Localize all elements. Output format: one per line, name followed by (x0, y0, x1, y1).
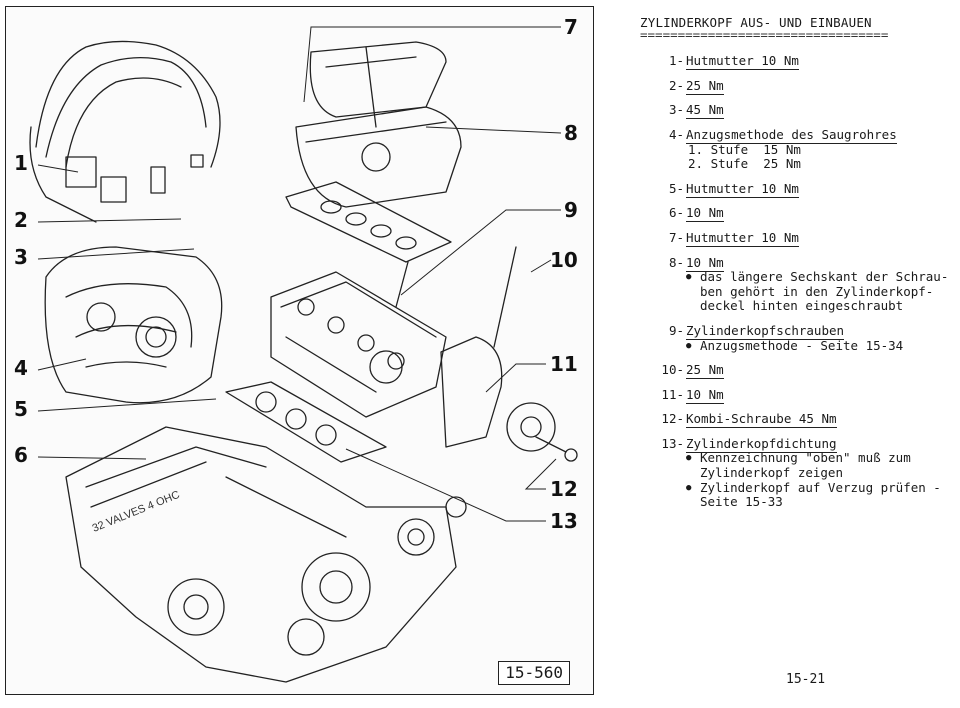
item-note-text: Anzugsmethode - Seite 15-34 (700, 337, 904, 353)
item-heading: Zylinderkopfschrauben (686, 322, 845, 340)
item-body: Zylinderkopfdichtung●Kennzeichnung "oben… (686, 435, 956, 510)
list-item: 6-10 Nm (640, 205, 956, 223)
title-underline: ================================= (640, 27, 889, 42)
item-number: 11- (661, 386, 684, 402)
item-number: 7- (668, 229, 684, 245)
bullet-icon: ● (686, 453, 692, 464)
item-note-text: Kennzeichnung "oben" muß zum Zylinderkop… (700, 450, 911, 481)
list-item: 2-25 Nm (640, 77, 956, 95)
callout-11: 11 (550, 352, 578, 376)
item-heading: Kombi-Schraube 45 Nm (686, 411, 837, 429)
item-body: Kombi-Schraube 45 Nm (686, 411, 956, 429)
item-note-text: Zylinderkopf auf Verzug prüfen - Seite 1… (700, 479, 941, 510)
item-heading: 25 Nm (686, 362, 724, 380)
item-number: 12- (661, 411, 684, 427)
item-body: 45 Nm (686, 102, 956, 120)
item-number: 8- (668, 254, 684, 270)
item-heading: 45 Nm (686, 102, 724, 120)
page-number: 15-21 (786, 672, 826, 687)
callout-3: 3 (14, 245, 28, 269)
item-heading: 10 Nm (686, 386, 724, 404)
bullet-icon: ● (686, 482, 692, 493)
parts-list-panel: ZYLINDERKOPF AUS- UND EINBAUEN =========… (640, 15, 956, 510)
figure-reference: 15-560 (498, 661, 570, 685)
item-body: Zylinderkopfschrauben● Anzugsmethode - Se… (686, 322, 956, 354)
list-item: 12-Kombi-Schraube 45 Nm (640, 411, 956, 429)
item-heading: Zylinderkopfdichtung (686, 435, 837, 453)
item-body: 10 Nm (686, 386, 956, 404)
callout-2: 2 (14, 208, 28, 232)
item-number: 10- (661, 362, 684, 378)
item-note: ● das längere Sechskant der Schrau- ben g… (686, 269, 956, 314)
list-item: 8-10 Nm● das längere Sechskant der Schrau… (640, 254, 956, 314)
item-heading: Hutmutter 10 Nm (686, 180, 799, 198)
item-step: 2. Stufe 25 Nm (688, 156, 801, 172)
item-heading: Anzugsmethode des Saugrohres (686, 126, 897, 144)
item-number: 4- (668, 126, 684, 142)
document-title: ZYLINDERKOPF AUS- UND EINBAUEN (640, 15, 872, 30)
list-item: 7-Hutmutter 10 Nm (640, 229, 956, 247)
callout-6: 6 (14, 443, 28, 467)
item-number: 2- (668, 77, 684, 93)
callout-7: 7 (564, 15, 578, 39)
engine-lettering: 32 VALVES 4 OHC (91, 489, 182, 535)
item-number: 13- (661, 435, 684, 451)
item-number: 1- (668, 53, 684, 69)
list-item: 11-10 Nm (640, 386, 956, 404)
item-number: 9- (668, 322, 684, 338)
list-item: 10-25 Nm (640, 362, 956, 380)
item-step: 1. Stufe 15 Nm (688, 141, 801, 157)
callout-13: 13 (550, 509, 578, 533)
item-body: 25 Nm (686, 77, 956, 95)
item-heading: 10 Nm (686, 254, 724, 272)
item-body: Hutmutter 10 Nm (686, 229, 956, 247)
item-note: ● Kennzeichnung "oben" muß zum Zylinderko… (686, 451, 956, 480)
item-body: 10 Nm (686, 205, 956, 223)
bullet-icon: ● (686, 340, 692, 351)
list-item: 9-Zylinderkopfschrauben● Anzugsmethode - … (640, 322, 956, 354)
item-body: Hutmutter 10 Nm (686, 180, 956, 198)
item-body: Hutmutter 10 Nm (686, 53, 956, 71)
callout-5: 5 (14, 397, 28, 421)
item-heading: Hutmutter 10 Nm (686, 53, 799, 71)
list-item: 13-Zylinderkopfdichtung●Kennzeichnung "o… (640, 435, 956, 510)
callout-12: 12 (550, 477, 578, 501)
list-item: 5-Hutmutter 10 Nm (640, 180, 956, 198)
item-body: 25 Nm (686, 362, 956, 380)
list-item: 3-45 Nm (640, 102, 956, 120)
item-heading: Hutmutter 10 Nm (686, 229, 799, 247)
callout-9: 9 (564, 198, 578, 222)
callout-10: 10 (550, 248, 578, 272)
item-note: ● Zylinderkopf auf Verzug prüfen - Seite … (686, 479, 956, 510)
item-note-text: das längere Sechskant der Schrau- ben ge… (700, 269, 949, 314)
item-heading: 10 Nm (686, 205, 724, 223)
callout-1: 1 (14, 151, 28, 175)
bullet-icon: ● (686, 272, 692, 283)
item-number: 5- (668, 180, 684, 196)
callout-4: 4 (14, 356, 28, 380)
engine-exploded-drawing: 32 VALVES 4 OHC (29, 26, 578, 683)
item-number: 3- (668, 102, 684, 118)
item-note: ● Anzugsmethode - Seite 15-34 (686, 337, 956, 354)
exploded-view-figure: 32 VALVES 4 OHC 1 2 3 4 5 6 7 8 9 10 11 … (5, 6, 594, 695)
item-heading: 25 Nm (686, 77, 724, 95)
item-body: 10 Nm● das längere Sechskant der Schrau- … (686, 254, 956, 314)
callout-8: 8 (564, 121, 578, 145)
item-number: 6- (668, 205, 684, 221)
list-item: 1-Hutmutter 10 Nm (640, 53, 956, 71)
